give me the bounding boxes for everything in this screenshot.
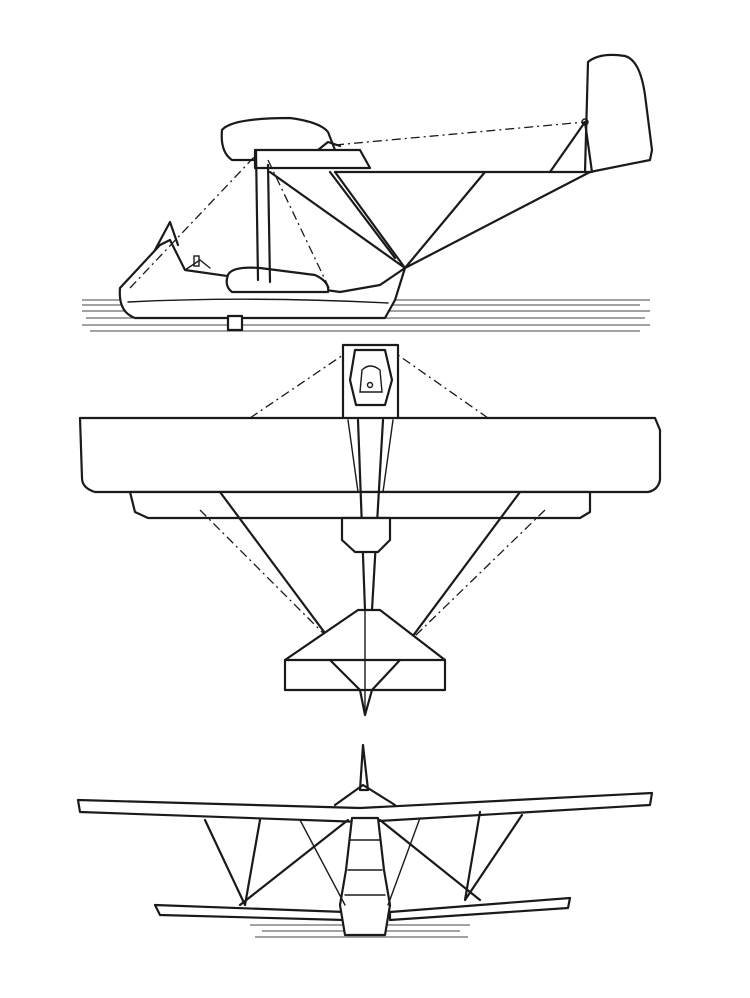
front-view-brace-right (378, 818, 482, 902)
top-view-boom-left (356, 418, 367, 612)
front-view-struts-left (203, 818, 262, 907)
side-view-fin-strut (548, 120, 587, 174)
top-view (78, 343, 662, 717)
side-view-cockpit (184, 259, 211, 271)
top-view-wire-left (199, 509, 356, 666)
front-view-wire-right (387, 817, 421, 906)
top-view-cockpit-outline (348, 348, 394, 407)
top-view-tail-brace-right (393, 490, 522, 662)
top-view-lower-wing (128, 490, 592, 520)
top-view-hull-edge-right (382, 419, 394, 493)
top-view-upper-wing (78, 416, 662, 494)
side-view-engine-nacelle (253, 148, 372, 170)
front-view-hull (338, 816, 392, 937)
side-view-hull-waterline (127, 298, 389, 304)
front-view-tailplane (333, 783, 397, 807)
side-view-windscreen (153, 220, 180, 252)
side-view-hull-step (226, 314, 244, 332)
side-view-bracing-wire-cross (267, 159, 331, 291)
front-view-brace-left (238, 818, 350, 907)
front-view-fin (358, 743, 370, 792)
front-view-wire-left (299, 819, 346, 906)
side-view-fin-post (583, 120, 594, 174)
side-view-strut-rear (266, 163, 272, 284)
top-view-boom-right (370, 418, 385, 612)
side-view-hull (118, 238, 407, 320)
top-view-rudder-truss (328, 658, 402, 717)
side-view-control-horn (581, 118, 589, 126)
front-view-struts-right (463, 810, 524, 902)
side-view-lower-wing (225, 266, 330, 294)
front-view-upper-wing (76, 791, 654, 824)
side-view-fin-rudder (583, 53, 654, 174)
side-view (82, 53, 654, 332)
side-view-pilot-seat (193, 255, 200, 267)
side-view-bracing-wire-front (129, 154, 257, 289)
front-view-lower-wing (153, 903, 347, 922)
side-view-tail-boom (268, 170, 592, 270)
front-view-lower-wing-right (388, 896, 572, 922)
side-view-strut-front (254, 148, 260, 282)
top-view-hull-aft (340, 516, 392, 554)
top-view-wire-nose-right (397, 354, 489, 419)
top-view-cockpit-opening (359, 365, 383, 393)
side-view-bracing-wire-tail (334, 121, 586, 146)
front-view (76, 743, 654, 938)
top-view-hull-edge-left (347, 419, 359, 493)
front-view-hull-frames (344, 839, 386, 896)
top-view-pilot-position (366, 381, 374, 389)
top-view-wire-nose-left (249, 354, 344, 419)
